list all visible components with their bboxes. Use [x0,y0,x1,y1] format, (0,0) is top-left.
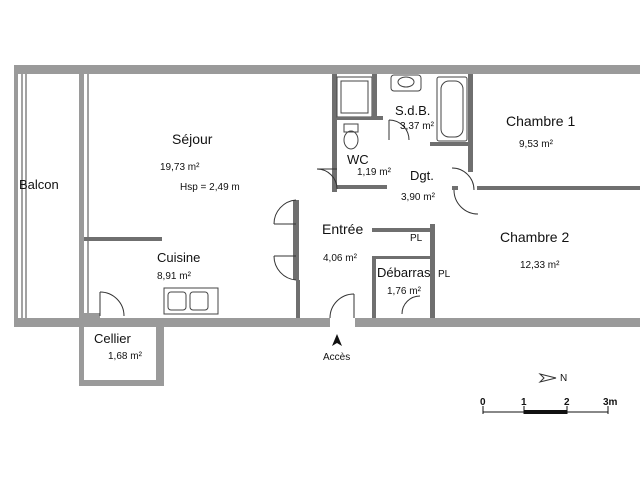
room-area-cellier: 1,68 m² [108,351,143,362]
sdb-bottom-wall [430,142,468,146]
wc-bottom-wall [337,185,387,189]
scale-segment-filled [524,410,567,414]
cuisine-door [273,255,297,281]
sdb-door [388,119,410,141]
placard-label-2: PL [438,269,451,280]
sink-counter [163,287,219,315]
room-name-entree: Entrée [322,221,363,237]
dgt-chambre2-wall [430,224,435,318]
cellier-wall-bottom [79,380,164,386]
room-area-debarras: 1,76 m² [387,286,422,297]
scale-label-3: 3m [603,397,618,408]
north-label: N [560,373,567,384]
scale-label-0: 0 [480,397,486,408]
entree-left-wall [293,200,299,280]
north-arrow-icon [538,373,557,383]
chambres-partition-stub [452,186,458,190]
cupboard-inner [340,80,369,114]
wc-top-wall [337,117,375,120]
bottom-wall-left [14,318,330,327]
chambres-partition [477,186,640,190]
washbasin-bowl [397,76,415,88]
room-area-sdb: 3,37 m² [400,121,435,132]
cellier-door [99,291,125,317]
toilet-tank [343,123,359,133]
cellier-wall-left [79,318,84,386]
bathtub-inner [440,80,464,138]
ceiling-height: Hsp = 2,49 m [180,182,240,193]
placard-bottom-wall [372,256,432,259]
room-name-dgt: Dgt. [410,168,434,183]
room-name-debarras: Débarras [377,265,431,280]
scale-bar [482,406,609,414]
cellier-wall-top [84,313,100,321]
room-name-chambre2: Chambre 2 [500,229,569,245]
sink-bowl-1 [167,291,187,311]
debarras-door [401,295,421,315]
room-name-cuisine: Cuisine [157,250,200,265]
room-area-chambre1: 9,53 m² [519,139,554,150]
walls [14,65,640,386]
chambre2-door [453,189,479,215]
sdb-chambre1-wall [468,74,473,172]
scale-label-2: 2 [564,397,570,408]
room-name-cellier: Cellier [94,331,132,346]
facade-wall [79,74,84,318]
cuisine-entree-wall [296,280,300,318]
room-area-wc: 1,19 m² [357,167,392,178]
room-area-entree: 4,06 m² [323,253,358,264]
access-label: Accès [323,352,350,363]
scale-label-1: 1 [521,397,527,408]
placard-top-wall [372,228,430,232]
cellier-wall-right [156,318,164,386]
top-wall [14,65,640,74]
sejour-right-wall [332,74,337,192]
room-name-sdb: S.d.B. [395,103,430,118]
sdb-wall-left [375,116,383,120]
washbasin [390,74,422,92]
balcony-edge [14,65,18,327]
debarras-left-wall [372,258,376,318]
sink-bowl-2 [189,291,209,311]
bathtub [436,76,468,142]
entry-door [329,293,355,319]
chambre1-door [451,167,475,191]
sejour-cuisine-partition [84,237,162,241]
room-name-balcon: Balcon [19,177,59,192]
room-area-dgt: 3,90 m² [401,192,436,203]
sejour-door [273,199,297,225]
access-arrow-icon [332,334,342,346]
room-name-wc: WC [347,152,369,167]
bottom-wall-right [355,318,640,327]
north-arrow-shape [538,373,557,383]
room-area-cuisine: 8,91 m² [157,271,192,282]
placard-label: PL [410,233,423,244]
kitchen-sink [163,287,219,315]
cupboard-outline [336,76,373,118]
room-area-sejour: 19,73 m² [160,162,200,173]
toilet-bowl [343,130,359,150]
room-name-chambre1: Chambre 1 [506,113,575,129]
wc-sdb-wall [372,74,377,120]
room-name-sejour: Séjour [172,131,213,147]
room-area-chambre2: 12,33 m² [520,260,560,271]
doors [99,119,479,319]
